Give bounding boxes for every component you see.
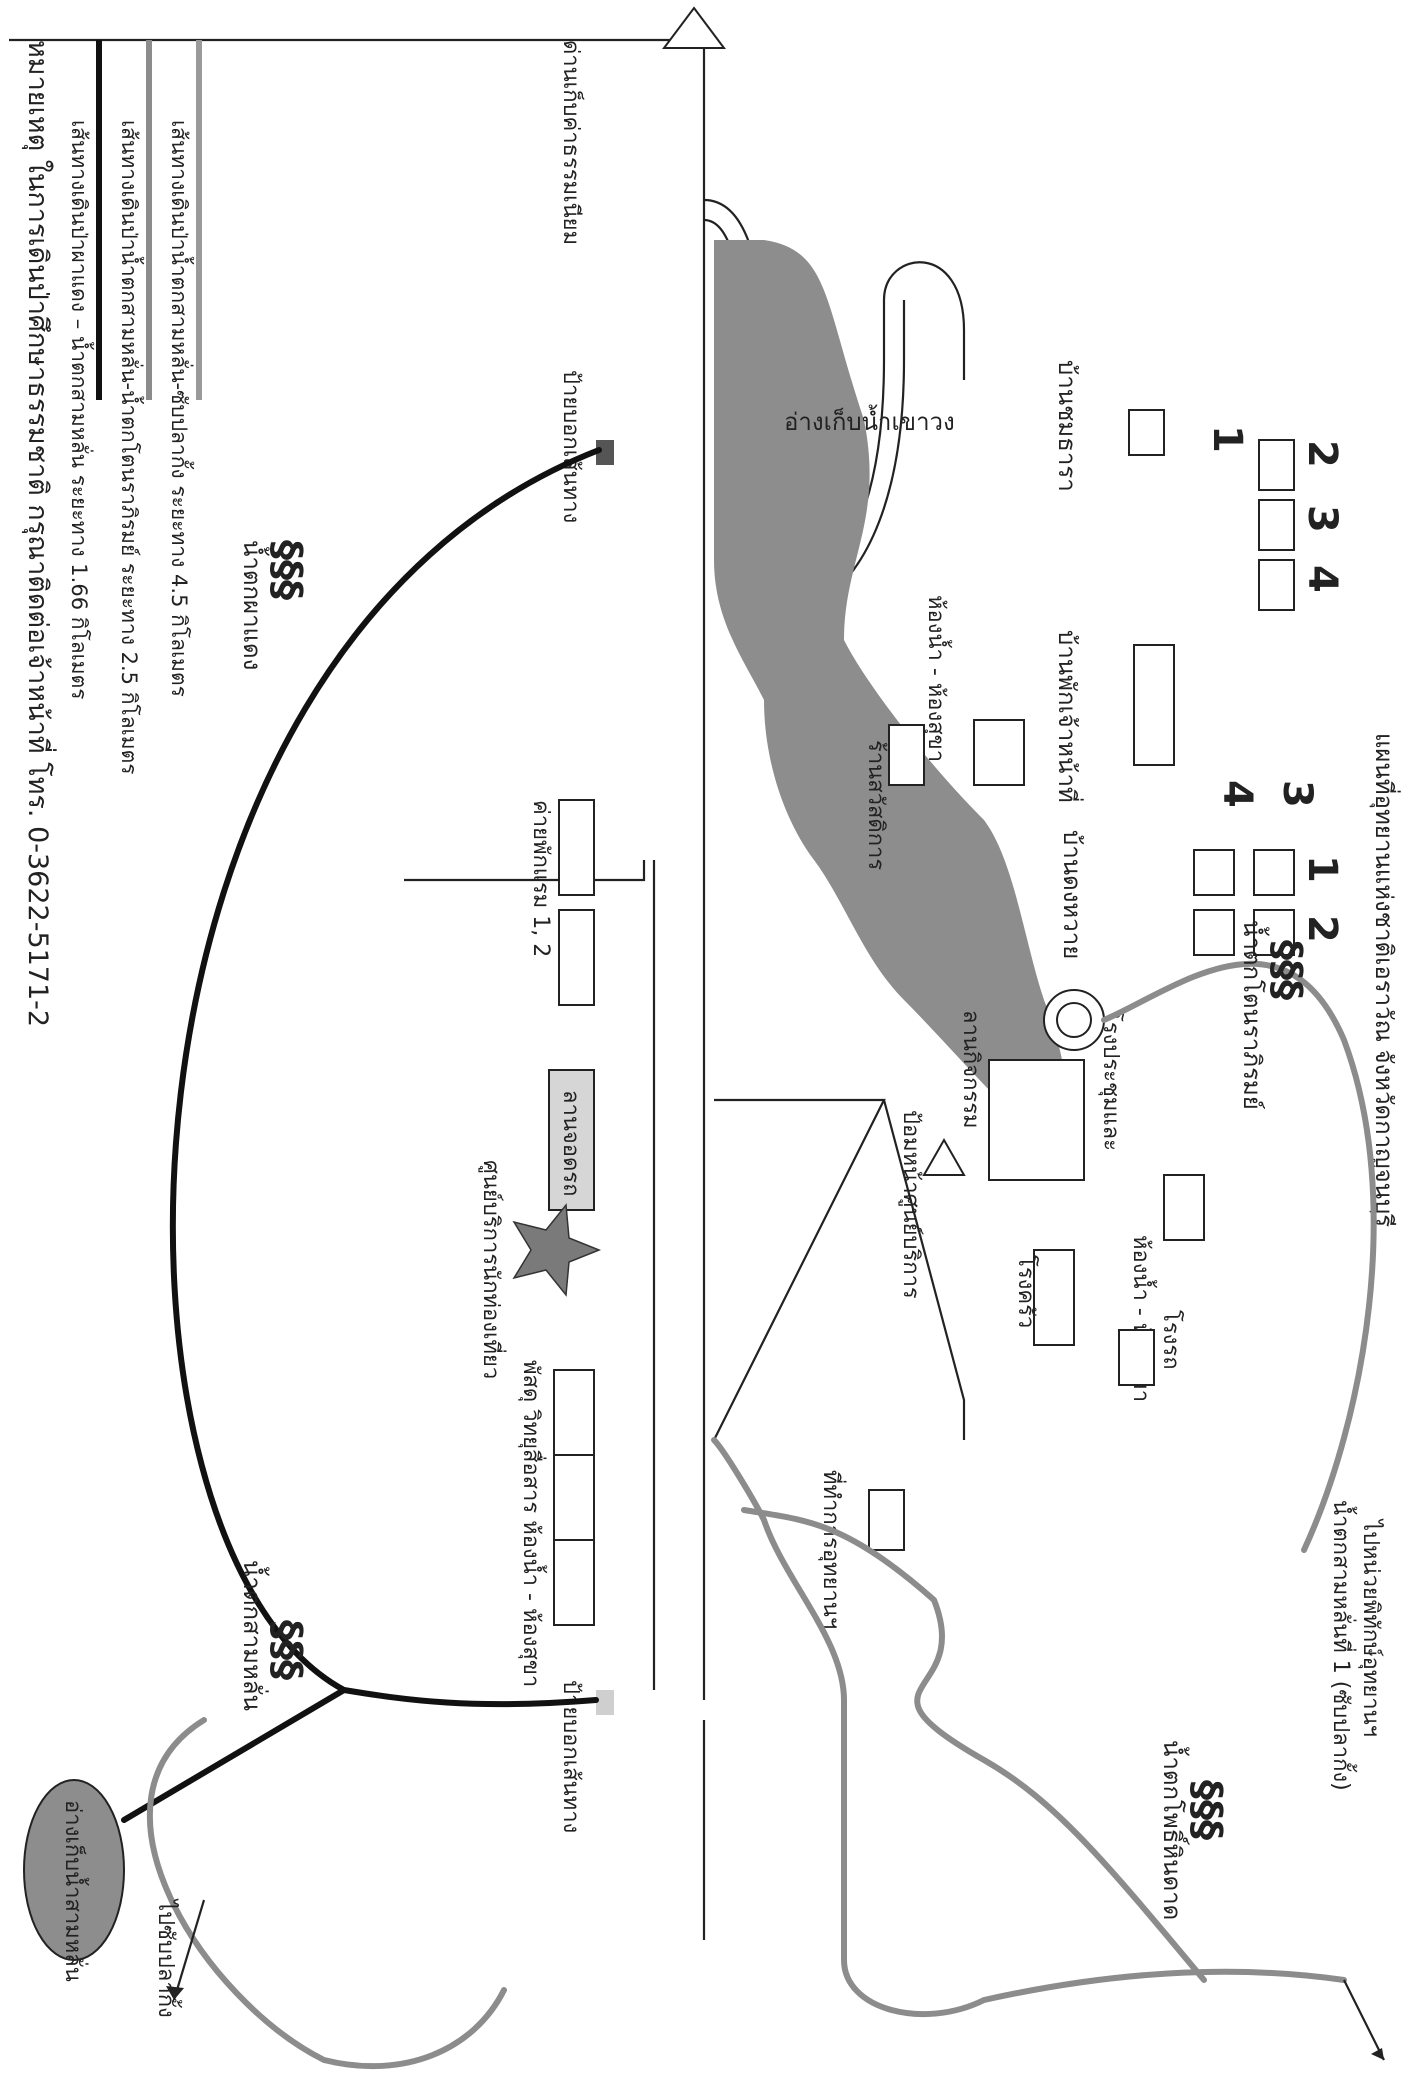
bld-chomthara-4 (1258, 559, 1295, 611)
reservoir-khaowong-label: อ่างเก็บน้ำเขาวง (784, 404, 955, 436)
reservoir-samlan (23, 1779, 125, 1961)
bld-garage (1118, 1329, 1155, 1386)
ban-phak-staff-label: บ้านพักเจ้าหน้าที่ (1053, 630, 1084, 803)
legend-label-2: เส้นทางเดินป่าน้ำตกสามหลั่น-น้ำตกโตนราภิ… (117, 120, 144, 775)
shop-label: ร้านสวัสดิการ (863, 740, 888, 870)
trail-subplakang-branch (741, 1507, 1207, 1983)
bld-chomthara-1 (1128, 409, 1165, 456)
bld-dongwai-1 (1253, 849, 1295, 896)
num-1a: 1 (1204, 425, 1250, 453)
arrow-unit (1343, 1979, 1385, 2061)
bld-meeting-hall (988, 1059, 1085, 1181)
trail-sign-1-label: ป้ายบอกเส้นทาง (558, 370, 583, 523)
bld-dongwai-2 (1253, 909, 1295, 956)
num-3a: 3 (1299, 505, 1345, 533)
legend: เส้นทางเดินป่าน้ำตกสามหลั่น-ซับปลากั้ง ร… (67, 40, 202, 775)
parking-lot (548, 1069, 595, 1211)
meeting-hall-label-2: ลานกิจกรรม (958, 1010, 983, 1129)
checkpoint-triangle (662, 6, 726, 49)
circle-structure-inner (1056, 1002, 1092, 1038)
waterfall-icon-2: §§§ (1184, 1780, 1230, 1840)
guard-post-label: ป้อมหน้าศูนย์บริการ (898, 1110, 923, 1299)
restroom-label: ห้องน้ำ - ห้องสุขา (923, 595, 952, 762)
note-text: หมายเหตุ ในการเดินป่าศึกษาธรรมชาติ กรุณา… (21, 40, 57, 1027)
bld-museum-2 (553, 1454, 595, 1541)
trail-phadaeng (169, 447, 602, 1708)
waterfall-icon: §§§ (1264, 940, 1310, 1000)
bld-museum-3 (553, 1539, 595, 1626)
trail-tonrapirom (1101, 960, 1377, 1553)
kitchen-label: โรงครัว (1013, 1255, 1039, 1328)
hq-label: ที่ทำการอุทยานฯ (818, 1470, 847, 1629)
legend-label-3: เส้นทางเดินป่าผาแดง – น้ำตกสามหลั่น ระยะ… (67, 120, 94, 700)
bld-dongwai-4 (1193, 909, 1235, 956)
to-unit-label-2: น้ำตกสามหลั่นที่ 1 (ซับปลากั้ง) (1328, 1500, 1357, 1791)
road-triangle (713, 1098, 886, 1441)
trail-lower-loop (146, 1717, 507, 2070)
fall-phuhatsadet-label: น้ำตกโพธิ์หินดาด (1158, 1740, 1190, 1920)
bld-chomthara-2 (1258, 439, 1295, 491)
bld-museum-1 (553, 1369, 595, 1456)
num-2a: 2 (1299, 440, 1345, 468)
bld-dongwai-3 (1193, 849, 1235, 896)
num-1b: 1 (1299, 855, 1345, 883)
num-4a: 4 (1299, 565, 1345, 593)
meeting-hall-label: โรงประชุมและ (1098, 1010, 1124, 1151)
bld-camp-2 (558, 799, 595, 896)
trail-sign-1 (596, 440, 614, 465)
bld-kitchen (1033, 1249, 1075, 1346)
bld-shop (888, 724, 925, 786)
camp-label: ค่ายพักแรม 1, 2 (528, 800, 553, 957)
arrow-subplakang-head (166, 1986, 184, 2000)
trail-sign-2 (596, 1690, 614, 1715)
fall-tonrapirom-label: น้ำตกโตนราภิรมย์ (1238, 920, 1270, 1110)
arrow-unit-head (1371, 2048, 1384, 2060)
reservoir-khaowong (714, 240, 1068, 1143)
garage-label: โรงรถ (1158, 1310, 1184, 1370)
bld-restroom (973, 719, 1025, 786)
checkpoint-label: ด่านเก็บค่าธรรมเนียม (558, 40, 586, 245)
museum-row-label: พัสดุ วิทยุสื่อสาร ห้องน้ำ - ห้องสุขา (518, 1360, 547, 1687)
visitor-center-star-icon (512, 1203, 602, 1297)
bld-camp-1 (558, 909, 595, 1006)
to-unit-label: ไปหน่วยพิทักษ์อุทยานฯ (1358, 1518, 1384, 1737)
road-triangle-2 (882, 1099, 966, 1440)
map-title: แผนที่อุทยานแห่งชาติเอราวัณ จังหวัดกาญจน… (1369, 733, 1401, 1227)
parking-label: ลานจอดรถ (558, 1090, 583, 1196)
fall-phadaeng-label: น้ำตกผาแดง (238, 540, 270, 670)
num-4b: 4 (1214, 780, 1260, 808)
road-lower-2 (404, 860, 646, 882)
arrow-subplakang (172, 1899, 206, 2001)
num-2b: 2 (1299, 915, 1345, 943)
guard-post-triangle (922, 1137, 966, 1176)
num-3b: 3 (1274, 780, 1320, 808)
waterfall-icon-3: §§§ (264, 540, 310, 600)
ban-chomthara-label: บ้านชมธารา (1053, 360, 1081, 492)
bld-chomthara-3 (1258, 499, 1295, 551)
ban-dongwai-label: บ้านดงหวาย (1058, 830, 1086, 959)
visitor-center-label: ศูนย์บริการนักท่องเที่ยว (478, 1160, 507, 1379)
to-subplakang-label: ไปซับปลากั้ง (153, 1898, 182, 2018)
waterfall-icon-4: §§§ (264, 1620, 310, 1680)
trail-sign-2-label: ป้ายบอกเส้นทาง (558, 1680, 583, 1833)
legend-label-1: เส้นทางเดินป่าน้ำตกสามหลั่น-ซับปลากั้ง ร… (167, 120, 194, 697)
bld-staff-house (1133, 644, 1175, 766)
bld-hq (868, 1489, 905, 1551)
fall-samlan-label: น้ำตกสามหลั่น (238, 1560, 270, 1711)
reservoir-samlan-label: อ่างเก็บน้ำสามหลั่น (60, 1800, 89, 1982)
trail-to-samlan-reservoir (121, 1687, 347, 1823)
trail-samlan-subplakang (711, 1437, 1347, 2018)
bld-restroom-2 (1163, 1174, 1205, 1241)
